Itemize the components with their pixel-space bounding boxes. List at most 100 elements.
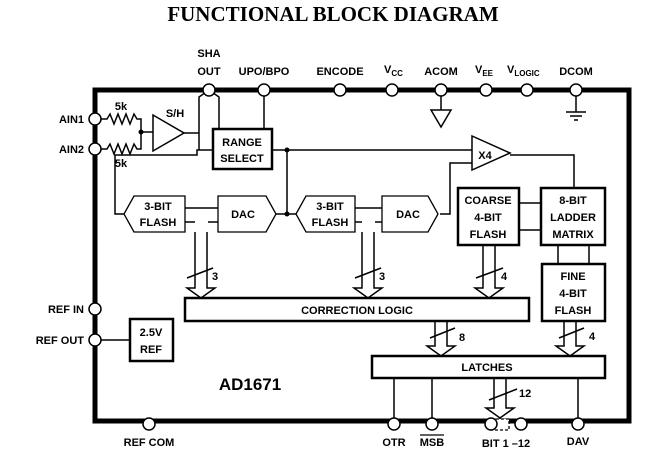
flash2-block (295, 195, 356, 233)
pin-upo-bpo[interactable] (257, 83, 271, 97)
chip-name: AD1671 (219, 375, 281, 394)
bus-fine: 4 (553, 321, 596, 357)
top-pins (202, 83, 583, 97)
flash2-label-1: 3-BIT (316, 201, 344, 213)
ladder-label-1: 8-BIT (559, 195, 587, 207)
flash1-label-1: 3-BIT (144, 201, 172, 213)
pin-ref-in[interactable] (88, 302, 102, 316)
pin-label-msb: MSB (420, 437, 445, 449)
wire-latch-outputs (393, 378, 579, 421)
pin-vee[interactable] (479, 83, 493, 97)
pin-label-acom: ACOM (424, 66, 458, 78)
wire-x4-to-ladder (510, 154, 575, 190)
bus-width-coarse: 4 (501, 271, 508, 283)
ladder-label-2: LADDER (550, 212, 596, 224)
resistor-1-icon (101, 111, 142, 132)
wire-ladder-fine (557, 245, 590, 264)
fine-flash-block (540, 262, 607, 323)
fine-label-2: 4-BIT (559, 288, 587, 300)
dac1-label: DAC (231, 209, 255, 221)
coarse-flash-block (456, 186, 521, 247)
ref-label-1: 2.5V (140, 327, 163, 339)
junction-dot (284, 211, 290, 217)
bus-width-correction: 8 (459, 332, 465, 344)
dac1-block (217, 195, 277, 233)
range-select-block (211, 127, 274, 171)
sh-label: S/H (166, 108, 184, 120)
pin-label-encode: ENCODE (316, 66, 363, 78)
pin-label-vlogic: VLOGIC (507, 64, 540, 78)
correction-logic-label: CORRECTION LOGIC (301, 305, 413, 317)
pin-sha-out[interactable] (202, 83, 216, 97)
pin-dav[interactable] (571, 417, 585, 431)
bus-output: 12 (483, 378, 531, 419)
pin-label-dcom: DCOM (559, 66, 593, 78)
chip-outline (92, 87, 632, 424)
pin-vlogic[interactable] (520, 83, 534, 97)
coarse-label-2: 4-BIT (474, 212, 502, 224)
pin-label-sha-out-2: OUT (197, 66, 221, 78)
pin-label-sha-out-1: SHA (197, 48, 220, 60)
wire-flash1-dac1 (185, 207, 218, 223)
pin-label-vee: VEE (475, 64, 494, 78)
x4-label: X4 (478, 150, 492, 162)
wire-coarse-ladder (519, 202, 541, 231)
bus-width-fine: 4 (589, 331, 596, 343)
bus-flash2: 3 (351, 232, 385, 299)
resistor-label-2: 5k (115, 158, 128, 170)
pin-ref-out[interactable] (88, 333, 102, 347)
pin-label-vcc: VCC (384, 64, 403, 78)
resistor-label-1: 5k (115, 101, 128, 113)
sh-amplifier-icon (152, 113, 186, 153)
dac2-label: DAC (396, 209, 420, 221)
pin-ain1[interactable] (88, 112, 102, 126)
pin-otr[interactable] (387, 417, 401, 431)
wire-dac2-to-x4 (440, 162, 472, 215)
bus-coarse: 4 (472, 245, 508, 299)
range-select-label-2: SELECT (220, 153, 264, 165)
pin-label-bits: BIT 1 –12 (482, 438, 530, 450)
pin-ain2[interactable] (88, 142, 102, 156)
flash2-label-2: FLASH (312, 217, 349, 229)
correction-logic-block (183, 296, 531, 323)
ladder-label-3: MATRIX (552, 229, 594, 241)
bus-flash1: 3 (184, 232, 218, 299)
top-pin-labels: SHA OUT UPO/BPO ENCODE VCC ACOM VEE VLOG… (197, 48, 592, 78)
wire-range-to-flash1 (114, 149, 213, 215)
coarse-label-1: COARSE (464, 195, 511, 207)
wire-flash2-dac2 (355, 207, 382, 223)
pin-label-ain1: AIN1 (59, 114, 84, 126)
dac2-block (381, 195, 439, 233)
ref-label-2: REF (140, 344, 162, 356)
pin-label-ref-com: REF COM (124, 437, 175, 449)
pin-ref-com[interactable] (142, 417, 156, 431)
fine-label-3: FLASH (555, 305, 592, 317)
flash1-label-2: FLASH (140, 217, 177, 229)
coarse-label-3: FLASH (470, 229, 507, 241)
x4-amplifier-icon (471, 134, 512, 172)
bus-width-flash1: 3 (212, 271, 218, 283)
latches-block (370, 354, 607, 380)
range-select-label-1: RANGE (222, 137, 262, 149)
fine-label-1: FINE (560, 271, 585, 283)
pin-bit1[interactable] (484, 417, 498, 431)
pin-label-ain2: AIN2 (59, 144, 84, 156)
latches-label: LATCHES (461, 362, 512, 374)
resistor-2-icon (101, 132, 142, 157)
pin-encode[interactable] (333, 83, 347, 97)
pin-dcom[interactable] (569, 83, 583, 97)
pin-acom[interactable] (434, 83, 448, 97)
bus-width-output: 12 (519, 388, 531, 400)
pin-label-ref-out: REF OUT (36, 335, 85, 347)
pin-vcc[interactable] (385, 83, 399, 97)
digital-ground-icon (566, 90, 586, 121)
bus-width-flash2: 3 (379, 271, 385, 283)
analog-ground-icon (429, 109, 453, 129)
pin-bit12[interactable] (514, 417, 528, 431)
bus-correction: 8 (424, 321, 465, 357)
pin-label-dav: DAV (567, 436, 590, 448)
pin-label-ref-in: REF IN (48, 304, 84, 316)
pin-msb[interactable] (425, 417, 439, 431)
ladder-matrix-block (539, 186, 607, 247)
